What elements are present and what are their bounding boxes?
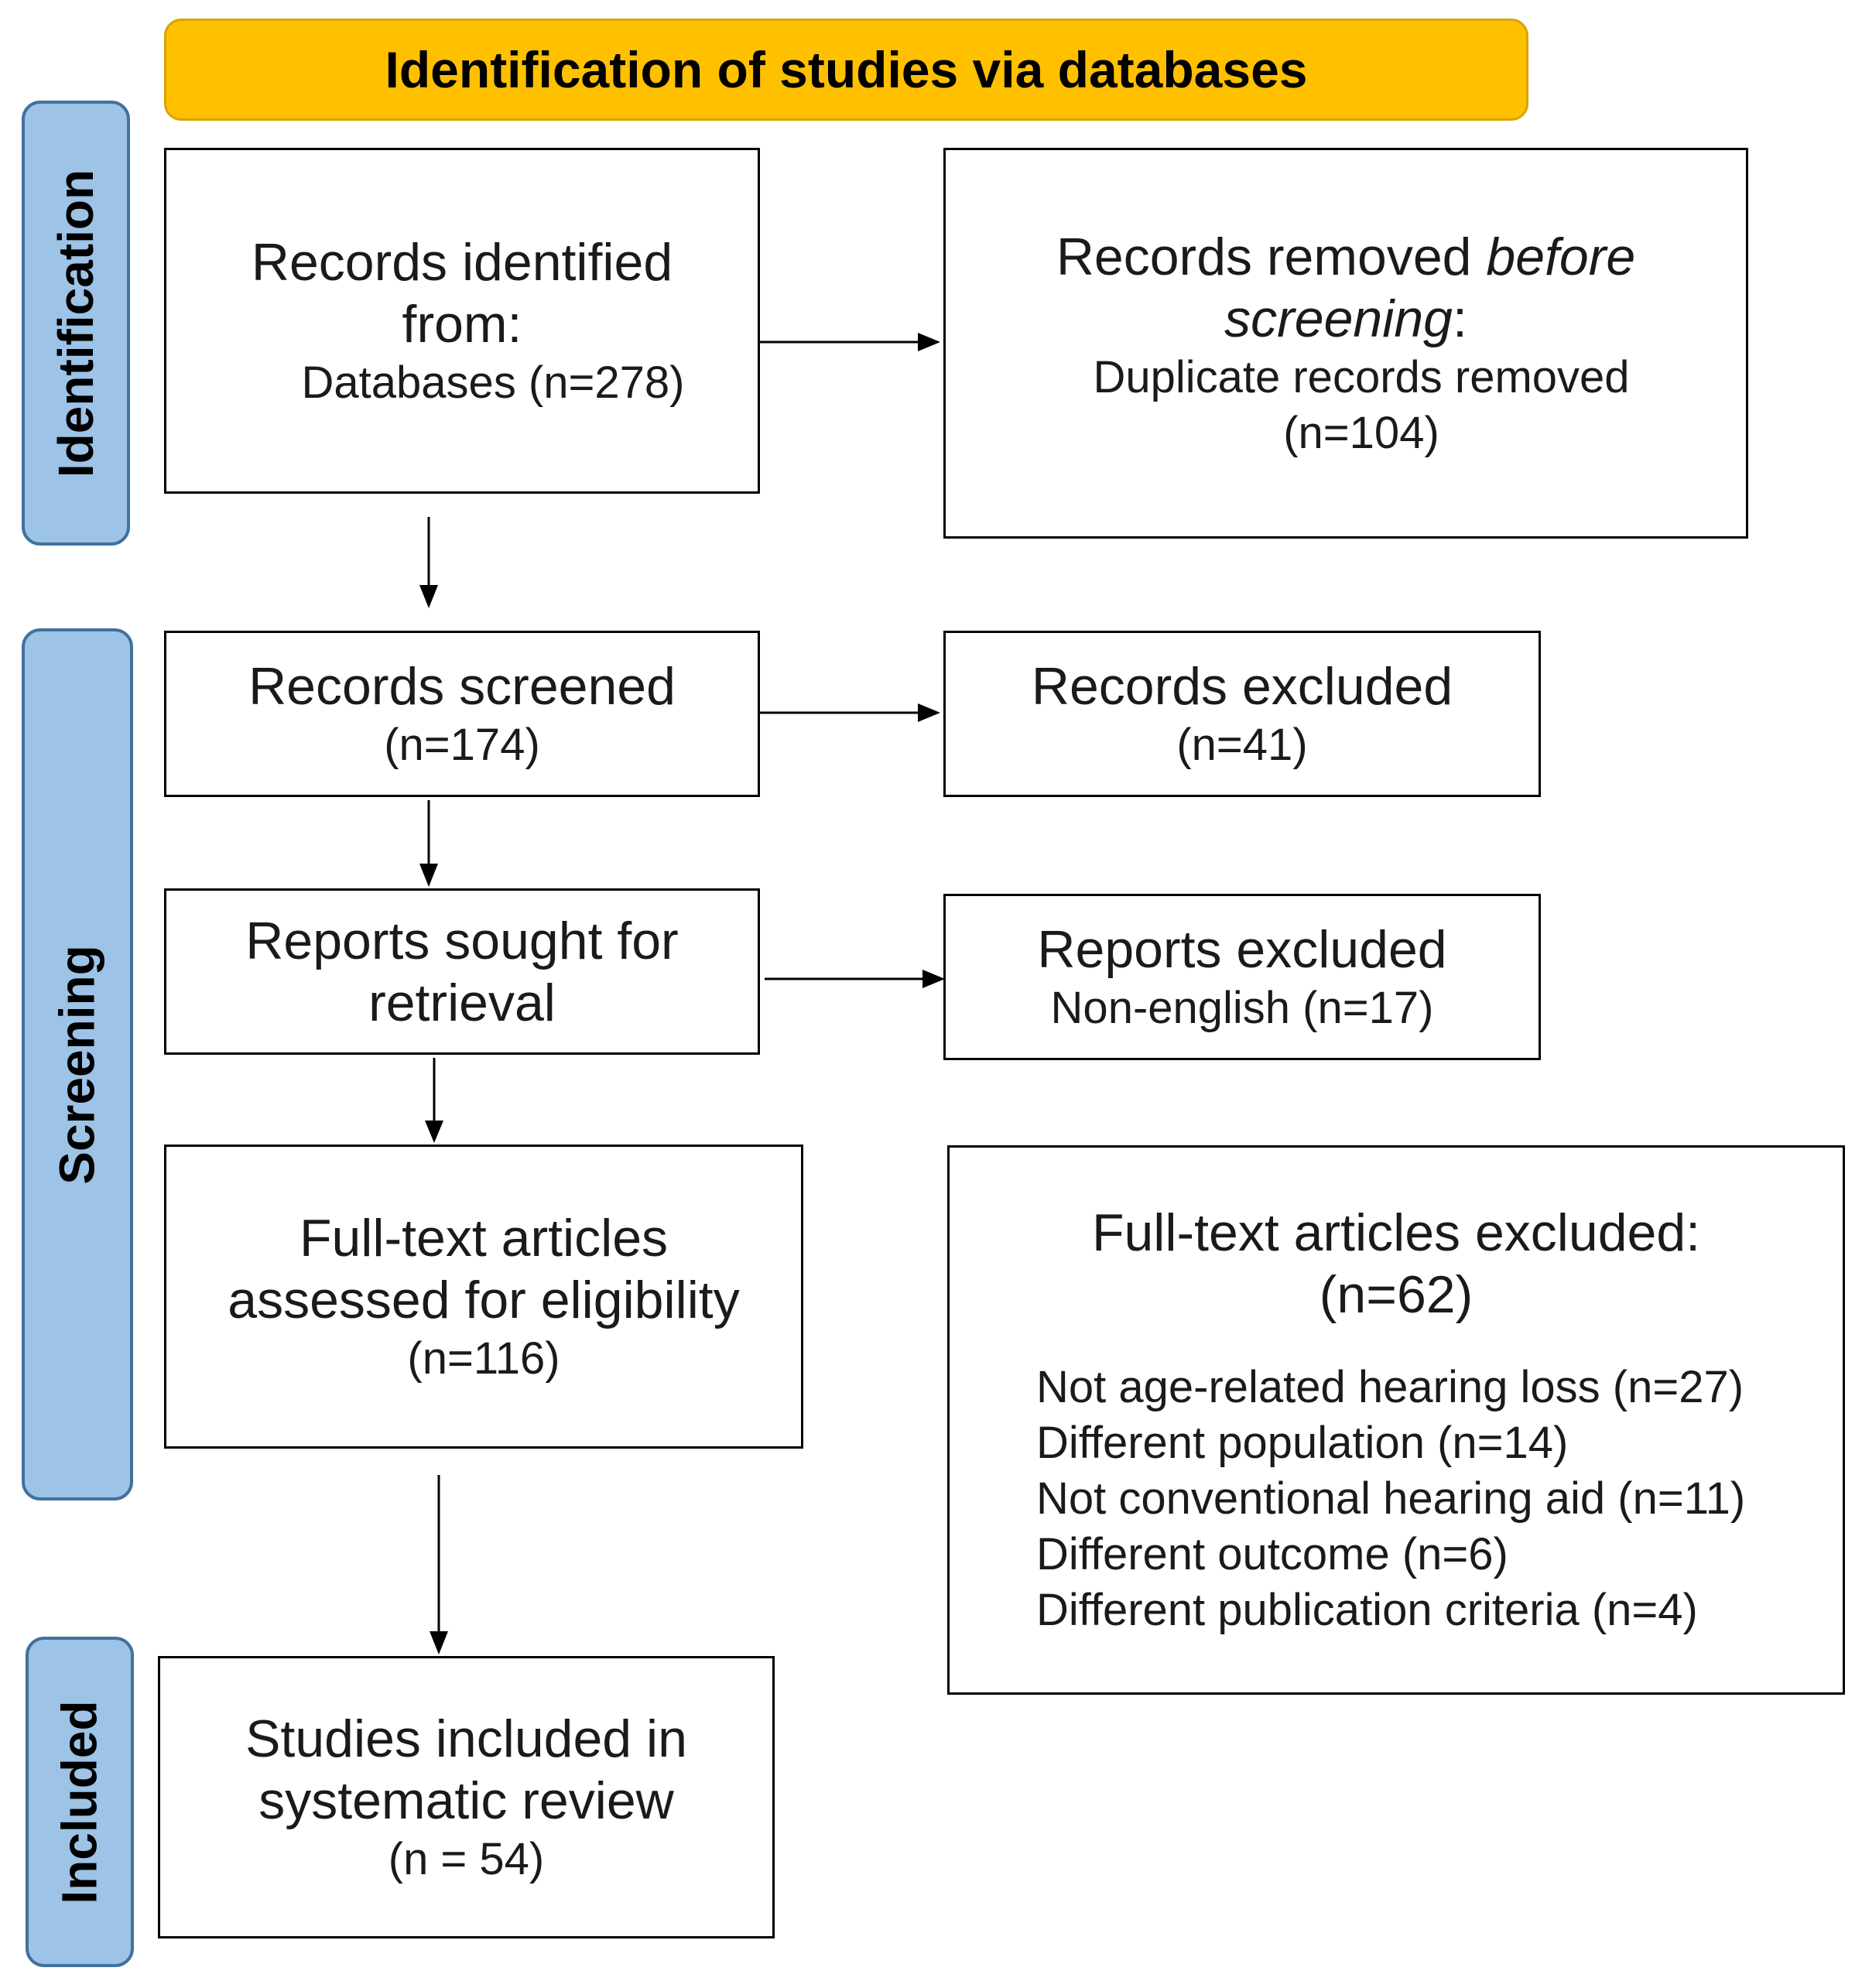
records-excluded-count: (n=41) bbox=[1176, 719, 1308, 770]
records-removed-subtitle-b: : bbox=[1452, 289, 1467, 348]
reports-excluded-reason: Non-english (n=17) bbox=[1050, 982, 1434, 1033]
reports-sought-line2: retrieval bbox=[368, 973, 556, 1032]
records-removed-title-a: Records removed bbox=[1056, 227, 1487, 286]
reports-excluded-box: Reports excluded Non-english (n=17) bbox=[943, 894, 1541, 1060]
records-removed-title: Records removed before bbox=[1056, 226, 1635, 288]
flow-header-banner: Identification of studies via databases bbox=[164, 19, 1528, 121]
reports-sought-line1: Reports sought for bbox=[245, 911, 679, 970]
exclusion-reason-item: Not age-related hearing loss (n=27) bbox=[1036, 1362, 1744, 1412]
records-screened-count: (n=174) bbox=[384, 719, 540, 770]
flow-header-title: Identification of studies via databases bbox=[385, 41, 1308, 98]
fulltext-assessed-box: Full-text articles assessed for eligibil… bbox=[164, 1145, 803, 1449]
phase-label-identification: Identification bbox=[22, 101, 130, 546]
records-removed-subtitle: screening: bbox=[1224, 288, 1467, 350]
fulltext-assessed-line2: assessed for eligibility bbox=[228, 1270, 740, 1329]
fulltext-assessed-line1: Full-text articles bbox=[299, 1208, 669, 1268]
exclusion-reason-item: Different population (n=14) bbox=[1036, 1418, 1569, 1468]
records-excluded-title: Records excluded bbox=[1031, 656, 1453, 716]
phase-label-included: Included bbox=[26, 1637, 134, 1967]
records-screened-box: Records screened (n=174) bbox=[164, 631, 760, 797]
fulltext-excluded-title: Full-text articles excluded: bbox=[1091, 1203, 1701, 1262]
records-removed-count: (n=104) bbox=[1283, 407, 1439, 458]
records-removed-subtitle-a: screening bbox=[1224, 289, 1453, 348]
phase-label-screening-text: Screening bbox=[50, 944, 105, 1185]
studies-included-line2: systematic review bbox=[258, 1771, 674, 1830]
arrowhead-screened-to-excluded bbox=[918, 703, 940, 722]
records-removed-title-b: before bbox=[1486, 227, 1636, 286]
arrowhead-screened-to-sought bbox=[419, 864, 438, 887]
records-identified-title: Records identified bbox=[251, 232, 673, 292]
exclusion-reason-item: Different publication criteria (n=4) bbox=[1036, 1585, 1698, 1635]
fulltext-excluded-box: Full-text articles excluded: (n=62) Not … bbox=[947, 1145, 1845, 1695]
fulltext-assessed-count: (n=116) bbox=[407, 1333, 560, 1384]
records-excluded-box: Records excluded (n=41) bbox=[943, 631, 1541, 797]
exclusion-reason-item: Different outcome (n=6) bbox=[1036, 1529, 1508, 1579]
phase-label-included-text: Included bbox=[52, 1699, 108, 1904]
records-removed-duplicates: Duplicate records removed bbox=[1093, 351, 1630, 402]
arrowhead-sought-to-reports-excluded bbox=[922, 970, 945, 988]
records-screened-title: Records screened bbox=[248, 656, 676, 716]
reports-excluded-title: Reports excluded bbox=[1037, 919, 1447, 979]
exclusion-reason-item: Not conventional hearing aid (n=11) bbox=[1036, 1473, 1746, 1524]
records-identified-from: from: bbox=[402, 294, 522, 354]
studies-included-count: (n = 54) bbox=[388, 1833, 545, 1884]
studies-included-box: Studies included in systematic review (n… bbox=[158, 1656, 775, 1938]
phase-label-screening: Screening bbox=[22, 628, 133, 1500]
fulltext-excluded-count: (n=62) bbox=[1319, 1265, 1474, 1324]
records-identified-count: Databases (n=278) bbox=[301, 357, 685, 408]
arrowhead-sought-to-fulltext bbox=[425, 1121, 443, 1143]
arrowhead-identified-to-removed bbox=[918, 333, 940, 351]
reports-sought-box: Reports sought for retrieval bbox=[164, 888, 760, 1055]
arrowhead-fulltext-to-included bbox=[430, 1631, 448, 1654]
studies-included-line1: Studies included in bbox=[245, 1709, 687, 1768]
records-removed-box: Records removed before screening: Duplic… bbox=[943, 148, 1748, 539]
arrowhead-identified-to-screened bbox=[419, 585, 438, 608]
fulltext-excluded-reasons: Not age-related hearing loss (n=27) Diff… bbox=[1036, 1360, 1745, 1638]
phase-label-identification-text: Identification bbox=[48, 169, 104, 477]
records-identified-box: Records identified from: Databases (n=27… bbox=[164, 148, 760, 494]
